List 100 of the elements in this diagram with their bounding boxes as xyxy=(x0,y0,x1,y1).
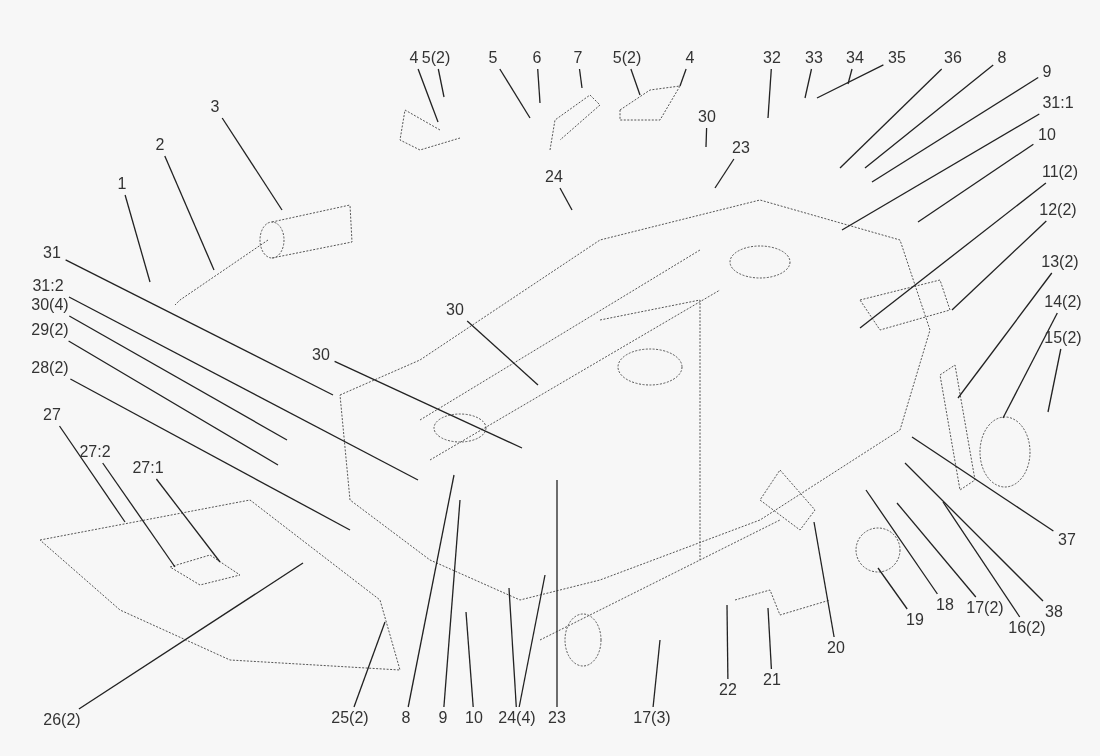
leader-line xyxy=(58,425,126,523)
callout-number: 32 xyxy=(763,49,781,67)
leader-line xyxy=(499,68,531,119)
leader-line xyxy=(78,562,304,710)
callout-number: 31:2 xyxy=(32,277,64,295)
leader-line xyxy=(102,462,176,568)
callout-number: 9 xyxy=(438,709,448,727)
leader-line xyxy=(911,436,1055,532)
leader-line xyxy=(714,158,735,189)
leader-line xyxy=(877,567,908,610)
callout-number: 11(2) xyxy=(1041,163,1079,181)
leader-line xyxy=(578,68,583,89)
leader-line xyxy=(1002,312,1058,419)
callout-number: 16(2) xyxy=(1008,619,1046,637)
leader-line xyxy=(155,478,221,563)
leader-line xyxy=(164,155,215,271)
leader-line xyxy=(951,220,1047,311)
callout-number: 24(4) xyxy=(498,709,536,727)
callout-number: 8 xyxy=(997,49,1007,67)
callout-number: 9 xyxy=(1042,63,1052,81)
callout-number: 30 xyxy=(312,346,330,364)
leader-line xyxy=(816,64,885,99)
leader-line xyxy=(813,521,835,638)
callout-number: 18 xyxy=(936,596,954,614)
callout-number: 14(2) xyxy=(1044,293,1082,311)
callout-number: 30 xyxy=(698,108,716,126)
callout-number: 12(2) xyxy=(1039,201,1077,219)
leader-line xyxy=(652,639,661,708)
leader-line xyxy=(847,68,853,85)
leader-line xyxy=(726,604,729,680)
callout-number: 13(2) xyxy=(1041,253,1079,271)
leader-line xyxy=(333,360,523,449)
callout-number: 7 xyxy=(573,49,583,67)
leader-line xyxy=(465,611,474,708)
leader-line xyxy=(804,68,813,99)
callout-number: 26(2) xyxy=(43,711,81,729)
callout-number: 35 xyxy=(888,49,906,67)
leader-line xyxy=(957,272,1053,399)
leader-line xyxy=(221,117,283,211)
callout-number: 5(2) xyxy=(421,49,451,67)
leader-line xyxy=(559,187,573,211)
leader-line xyxy=(556,479,558,708)
callout-number: 27 xyxy=(43,406,61,424)
callout-number: 23 xyxy=(732,139,750,157)
leader-line xyxy=(67,340,279,466)
leader-line xyxy=(841,113,1040,231)
callout-number: 27:2 xyxy=(79,443,111,461)
callout-number: 15(2) xyxy=(1044,329,1082,347)
leader-line xyxy=(69,378,351,531)
leader-line xyxy=(407,474,455,708)
callout-number: 36 xyxy=(944,49,962,67)
callout-number: 31:1 xyxy=(1042,94,1074,112)
leader-line xyxy=(417,68,439,123)
callout-number: 37 xyxy=(1058,531,1076,549)
leader-line xyxy=(679,68,687,87)
leader-line xyxy=(896,502,977,598)
callout-number: 5 xyxy=(488,49,498,67)
callout-number: 33 xyxy=(805,49,823,67)
leader-line xyxy=(864,64,994,169)
callout-number: 20 xyxy=(827,639,845,657)
callout-number: 22 xyxy=(719,681,737,699)
callout-number: 29(2) xyxy=(31,321,69,339)
callout-number: 24 xyxy=(545,168,563,186)
leader-line xyxy=(124,194,151,283)
callout-number: 38 xyxy=(1045,603,1063,621)
callout-number: 28(2) xyxy=(31,359,69,377)
leader-line xyxy=(68,296,419,481)
callout-number: 30(4) xyxy=(31,296,69,314)
leader-line xyxy=(443,499,461,708)
callout-number: 2 xyxy=(155,136,165,154)
leader-line xyxy=(859,182,1047,329)
leader-line xyxy=(767,68,772,119)
leader-line xyxy=(537,68,541,104)
callout-number: 4 xyxy=(409,49,419,67)
callout-number: 5(2) xyxy=(612,49,642,67)
callout-number: 8 xyxy=(401,709,411,727)
leader-line xyxy=(871,76,1039,183)
leader-line xyxy=(68,315,288,441)
callout-number: 30 xyxy=(446,301,464,319)
leader-line xyxy=(1047,348,1062,413)
callout-number: 1 xyxy=(117,175,127,193)
leader-line xyxy=(904,462,1044,602)
leader-line xyxy=(865,489,939,595)
callout-number: 10 xyxy=(465,709,483,727)
callout-number: 6 xyxy=(532,49,542,67)
callout-number: 31 xyxy=(43,244,61,262)
leader-line xyxy=(917,143,1035,223)
callout-number: 10 xyxy=(1038,126,1056,144)
callout-number: 17(2) xyxy=(966,599,1004,617)
callout-number: 3 xyxy=(210,98,220,116)
callout-number: 17(3) xyxy=(633,709,671,727)
leader-line xyxy=(353,621,386,708)
leader-line xyxy=(508,587,517,708)
leader-line xyxy=(839,68,943,169)
callout-number: 4 xyxy=(685,49,695,67)
leader-line xyxy=(630,68,641,96)
leader-line xyxy=(64,259,334,396)
callout-number: 27:1 xyxy=(132,459,164,477)
leader-line xyxy=(466,320,539,386)
callout-number: 23 xyxy=(548,709,566,727)
